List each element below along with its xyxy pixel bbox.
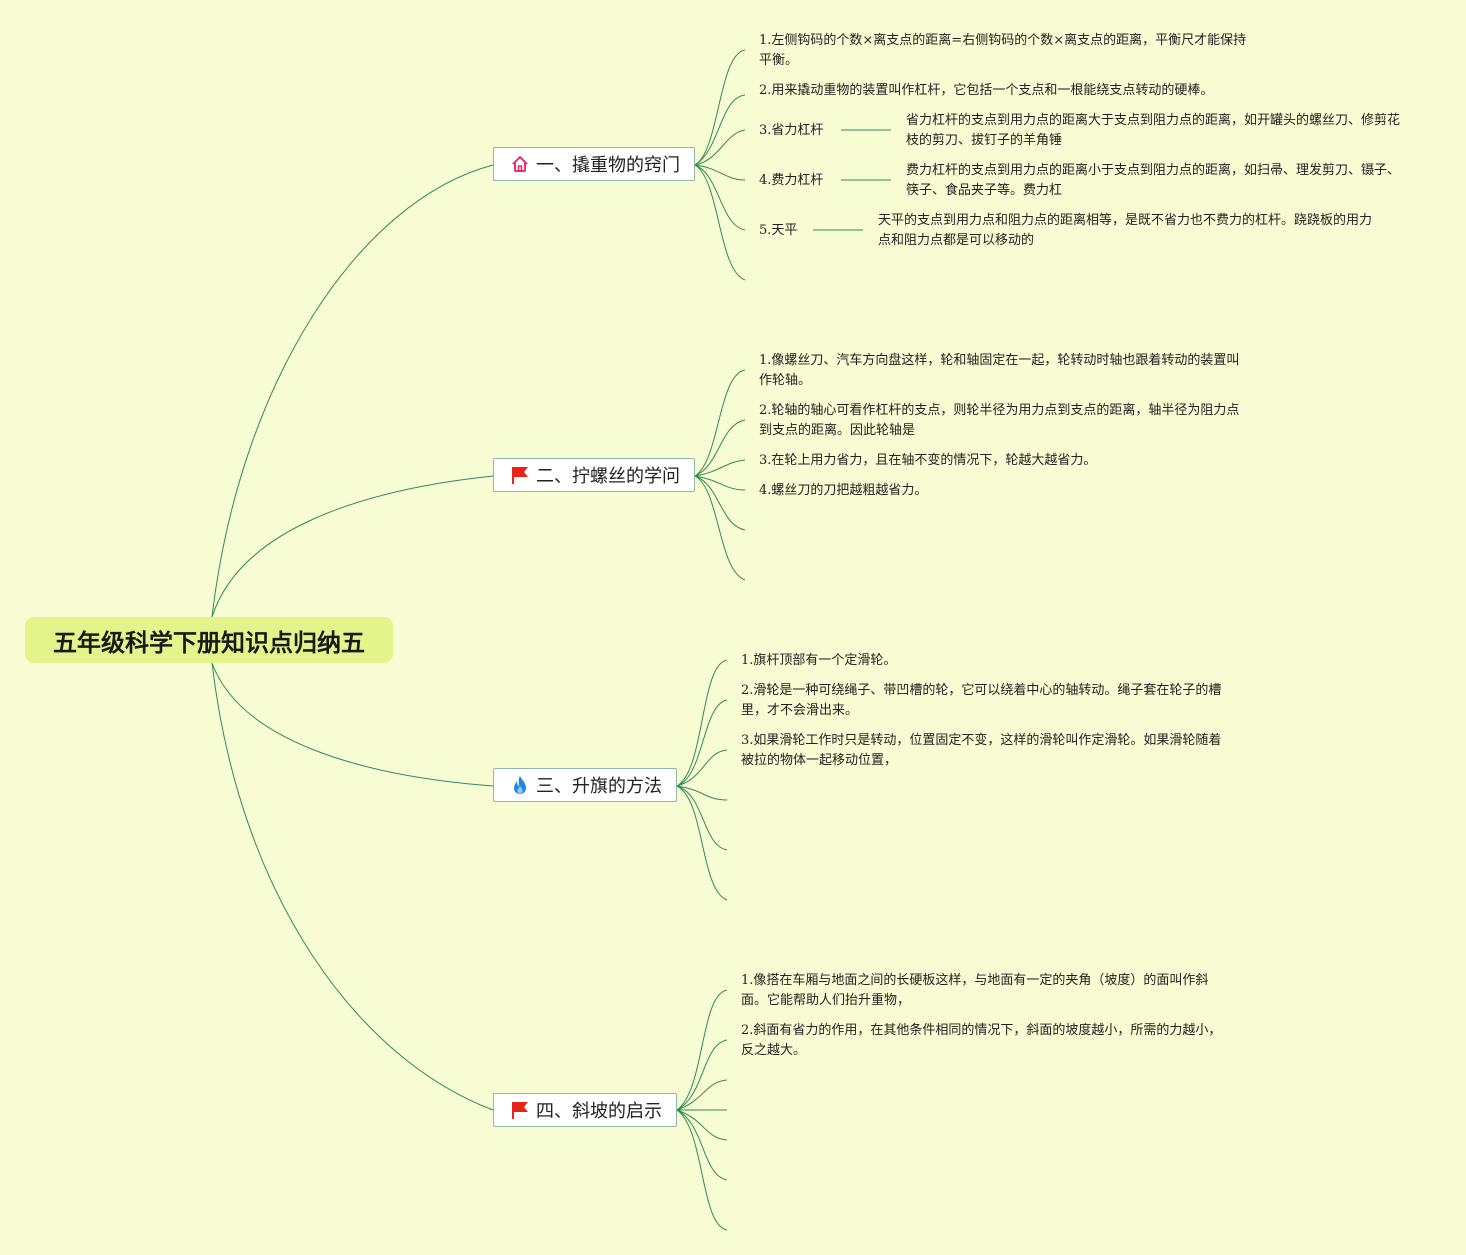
b3-link-5 bbox=[676, 785, 728, 851]
b4-link-6 bbox=[676, 1109, 728, 1181]
leaf-text: 2.滑轮是一种可绕绳子、带凹槽的轮，它可以绕着中心的轴转动。绳子套在轮子的槽里，… bbox=[741, 683, 1222, 718]
leaf-text: 2.用来撬动重物的装置叫作杠杆，它包括一个支点和一根能绕支点转动的硬棒。 bbox=[759, 83, 1214, 98]
b2-link-4 bbox=[694, 475, 746, 491]
branch-flag-raising[interactable]: 三、升旗的方法 bbox=[493, 768, 677, 802]
leaf-text: 3.在轮上用力省力，且在轴不变的情况下，轮越大越省力。 bbox=[759, 453, 1097, 468]
branch-label: 三、升旗的方法 bbox=[536, 776, 662, 797]
root-link-1 bbox=[211, 164, 494, 618]
leaf-detail: 费力杠杆的支点到用力点的距离小于支点到阻力点的距离，如扫帚、理发剪刀、镊子、筷子… bbox=[906, 163, 1401, 198]
leaf-text: 4.螺丝刀的刀把越粗越省力。 bbox=[759, 483, 928, 498]
leaf-text: 3.省力杠杆 bbox=[759, 123, 824, 138]
leaf-text: 5.天平 bbox=[759, 223, 798, 238]
red-flag-icon bbox=[510, 465, 530, 485]
b4-link-7 bbox=[676, 1109, 728, 1231]
branch-label: 二、拧螺丝的学问 bbox=[536, 466, 680, 487]
fire-icon bbox=[510, 775, 530, 795]
b2-link-6 bbox=[694, 475, 746, 581]
home-icon bbox=[510, 154, 530, 174]
b4-link-3 bbox=[676, 1079, 728, 1111]
red-flag-icon bbox=[510, 1100, 530, 1120]
root-link-3 bbox=[211, 662, 494, 787]
leaf-text: 2.斜面有省力的作用，在其他条件相同的情况下，斜面的坡度越小，所需的力越小，反之… bbox=[741, 1023, 1222, 1058]
branch-label: 四、斜坡的启示 bbox=[536, 1101, 662, 1122]
b1-link-3 bbox=[694, 129, 746, 166]
leaf-text: 1.像螺丝刀、汽车方向盘这样，轮和轴固定在一起，轮转动时轴也跟着转动的装置叫作轮… bbox=[759, 353, 1240, 388]
b3-link-1 bbox=[676, 659, 728, 787]
leaf-detail: 省力杠杆的支点到用力点的距离大于支点到阻力点的距离，如开罐头的螺丝刀、修剪花枝的… bbox=[906, 113, 1401, 148]
b2-link-2 bbox=[694, 419, 746, 477]
leaf-text: 3.如果滑轮工作时只是转动，位置固定不变，这样的滑轮叫作定滑轮。如果滑轮随着被拉… bbox=[741, 733, 1222, 768]
leaf-text: 2.轮轴的轴心可看作杠杆的支点，则轮半径为用力点到支点的距离，轴半径为阻力点到支… bbox=[759, 403, 1240, 438]
leaf-text: 1.像搭在车厢与地面之间的长硬板这样，与地面有一定的夹角（坡度）的面叫作斜面。它… bbox=[741, 973, 1209, 1008]
b1-link-5 bbox=[694, 164, 746, 231]
root-link-2 bbox=[211, 475, 494, 618]
root-title: 五年级科学下册知识点归纳五 bbox=[53, 628, 365, 657]
leaf-text: 1.旗杆顶部有一个定滑轮。 bbox=[741, 653, 897, 668]
branch-label: 一、撬重物的窍门 bbox=[536, 155, 680, 176]
b3-link-6 bbox=[676, 785, 728, 901]
b3-link-2 bbox=[676, 699, 728, 787]
branch-lever[interactable]: 一、撬重物的窍门 bbox=[493, 147, 695, 181]
branch-screw[interactable]: 二、拧螺丝的学问 bbox=[493, 458, 695, 492]
branch-slope[interactable]: 四、斜坡的启示 bbox=[493, 1093, 677, 1127]
b2-link-1 bbox=[694, 369, 746, 477]
b3-link-3 bbox=[676, 749, 728, 787]
b2-link-3 bbox=[694, 459, 746, 477]
b1-link-1 bbox=[694, 49, 746, 166]
b3-link-4 bbox=[676, 785, 728, 801]
leaf-text: 1.左侧钩码的个数×离支点的距离=右侧钩码的个数×离支点的距离，平衡尺才能保持平… bbox=[759, 33, 1247, 68]
root-topic[interactable]: 五年级科学下册知识点归纳五 bbox=[25, 617, 393, 663]
b2-link-5 bbox=[694, 475, 746, 531]
b1-link-6 bbox=[694, 164, 746, 281]
leaf-detail: 天平的支点到用力点和阻力点的距离相等，是既不省力也不费力的杠杆。跷跷板的用力点和… bbox=[878, 213, 1373, 248]
b1-link-2 bbox=[694, 94, 746, 166]
b4-link-1 bbox=[676, 989, 728, 1111]
b4-link-2 bbox=[676, 1039, 728, 1111]
leaf-text: 4.费力杠杆 bbox=[759, 173, 824, 188]
b4-link-5 bbox=[676, 1109, 728, 1141]
b1-link-4 bbox=[694, 164, 746, 181]
root-link-4 bbox=[211, 662, 494, 1111]
